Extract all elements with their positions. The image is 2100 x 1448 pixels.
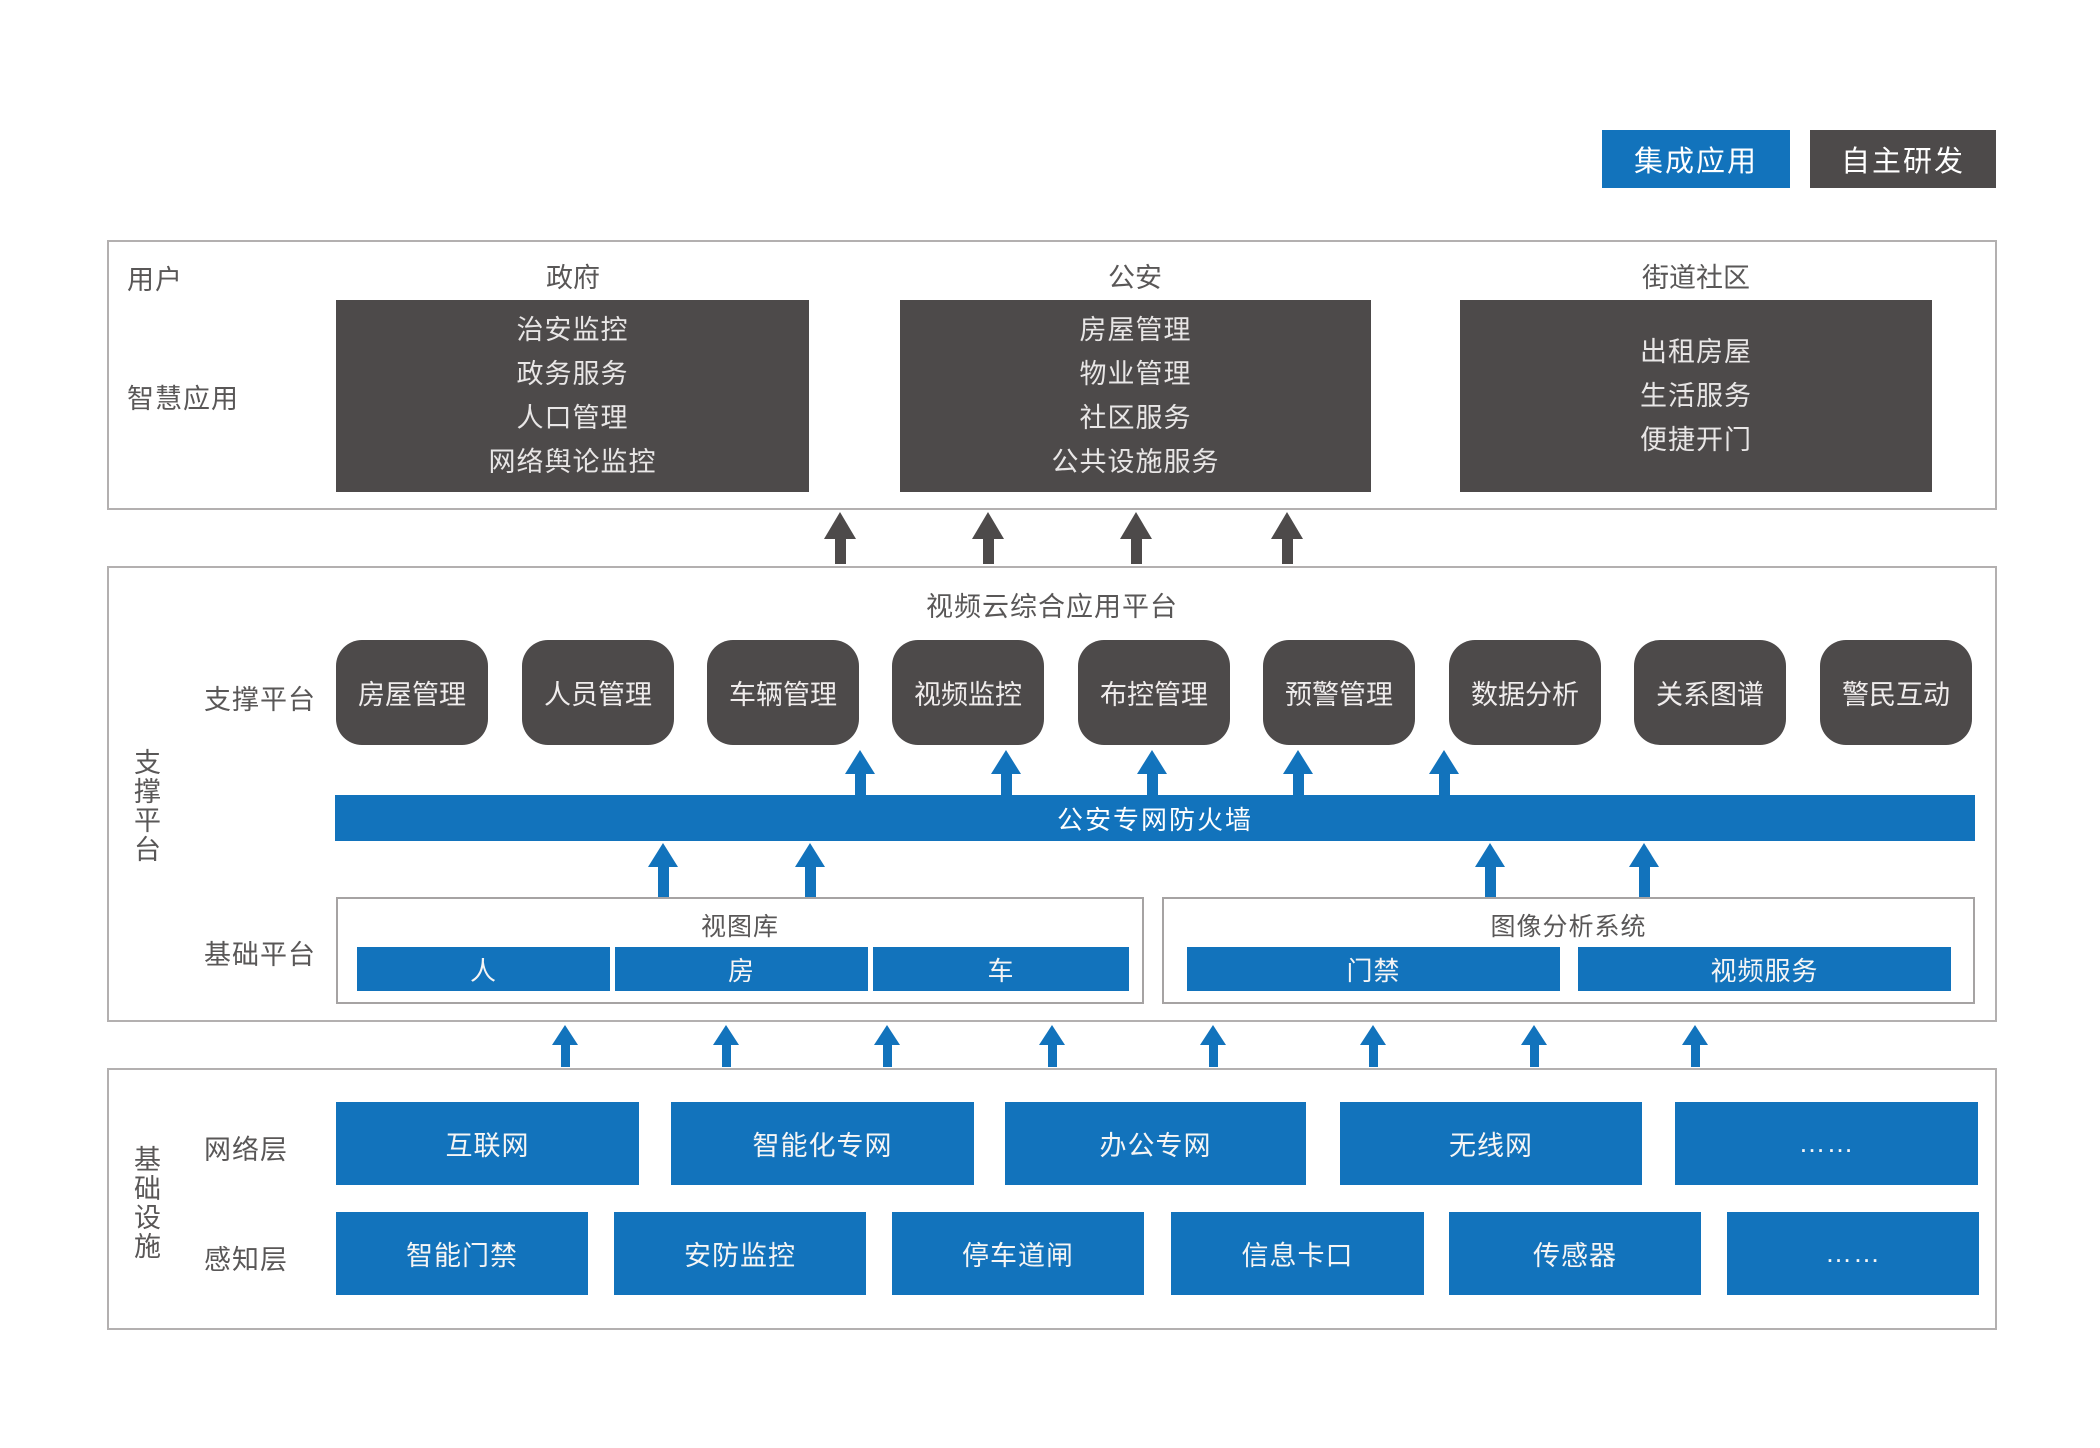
base-platform-label: 基础平台 — [204, 940, 316, 970]
module-personnel-mgmt: 人员管理 — [522, 640, 674, 745]
arrow-up-icon — [1039, 1025, 1065, 1067]
app-group-community: 出租房屋 生活服务 便捷开门 — [1460, 300, 1932, 492]
arrow-up-icon — [874, 1025, 900, 1067]
perception-box-parking-gate: 停车道闸 — [892, 1212, 1144, 1295]
app-item: 房屋管理 — [1079, 315, 1192, 345]
module-control-mgmt: 布控管理 — [1078, 640, 1230, 745]
arrow-up-icon — [845, 750, 875, 796]
arrow-up-icon — [648, 843, 678, 897]
firewall-bar: 公安专网防火墙 — [335, 795, 1975, 841]
arrow-up-icon — [713, 1025, 739, 1067]
panel-item-access-control: 门禁 — [1187, 947, 1560, 991]
panel-item-house: 房 — [615, 947, 868, 991]
panel-title: 图像分析系统 — [1490, 913, 1647, 941]
infra-side-label: 基础设施 — [130, 1145, 160, 1261]
arrow-up-icon — [1137, 750, 1167, 796]
module-video-monitor: 视频监控 — [892, 640, 1044, 745]
panel-item-video-service: 视频服务 — [1578, 947, 1951, 991]
arrow-up-icon — [1271, 512, 1303, 564]
legend-integrated-chip: 集成应用 — [1602, 130, 1790, 188]
app-item: 物业管理 — [1079, 359, 1192, 389]
perception-box-more: …… — [1727, 1212, 1979, 1295]
arrow-up-icon — [1521, 1025, 1547, 1067]
arrow-up-icon — [824, 512, 856, 564]
user-row-label: 用户 — [127, 265, 183, 295]
module-relation-graph: 关系图谱 — [1634, 640, 1786, 745]
app-group-police: 房屋管理 物业管理 社区服务 公共设施服务 — [900, 300, 1371, 492]
perception-box-sensor: 传感器 — [1449, 1212, 1701, 1295]
panel-item-vehicle: 车 — [873, 947, 1129, 991]
app-group-government: 治安监控 政务服务 人口管理 网络舆论监控 — [336, 300, 809, 492]
perception-box-info-checkpoint: 信息卡口 — [1171, 1212, 1424, 1295]
view-library-panel: 视图库 人 房 车 — [336, 897, 1144, 1004]
smart-apps-row-label: 智慧应用 — [127, 384, 239, 414]
module-alert-mgmt: 预警管理 — [1263, 640, 1415, 745]
support-row-label: 支撑平台 — [204, 685, 316, 715]
module-house-mgmt: 房屋管理 — [336, 640, 488, 745]
network-layer-label: 网络层 — [204, 1135, 288, 1165]
app-item: 出租房屋 — [1640, 337, 1752, 367]
app-item: 网络舆论监控 — [488, 447, 657, 477]
arrow-up-icon — [1360, 1025, 1386, 1067]
legend-self-developed-chip: 自主研发 — [1810, 130, 1996, 188]
arrow-up-icon — [1283, 750, 1313, 796]
app-item: 公共设施服务 — [1051, 447, 1220, 477]
arrow-up-icon — [991, 750, 1021, 796]
arrow-up-icon — [1475, 843, 1505, 897]
network-box-wireless: 无线网 — [1340, 1102, 1642, 1185]
panel-item-person: 人 — [357, 947, 610, 991]
column-header-government: 政府 — [546, 263, 600, 293]
platform-title: 视频云综合应用平台 — [926, 592, 1178, 622]
panel-title: 视图库 — [700, 913, 779, 941]
app-item: 治安监控 — [516, 315, 629, 345]
app-item: 政务服务 — [516, 359, 629, 389]
arrow-up-icon — [1200, 1025, 1226, 1067]
arrow-up-icon — [1120, 512, 1152, 564]
arrow-up-icon — [795, 843, 825, 897]
perception-box-smart-door: 智能门禁 — [336, 1212, 588, 1295]
module-vehicle-mgmt: 车辆管理 — [707, 640, 859, 745]
network-box-more: …… — [1675, 1102, 1978, 1185]
app-item: 人口管理 — [516, 403, 629, 433]
perception-box-security-monitor: 安防监控 — [614, 1212, 866, 1295]
perception-layer-label: 感知层 — [204, 1245, 288, 1275]
module-data-analysis: 数据分析 — [1449, 640, 1601, 745]
image-analysis-panel: 图像分析系统 门禁 视频服务 — [1162, 897, 1975, 1004]
network-box-intelligent-net: 智能化专网 — [671, 1102, 974, 1185]
app-item: 生活服务 — [1640, 381, 1752, 411]
network-box-internet: 互联网 — [336, 1102, 639, 1185]
module-police-citizen: 警民互动 — [1820, 640, 1972, 745]
arrow-up-icon — [1429, 750, 1459, 796]
app-item: 便捷开门 — [1640, 425, 1752, 455]
column-header-community: 街道社区 — [1642, 263, 1750, 293]
column-header-police: 公安 — [1108, 263, 1162, 293]
arrow-up-icon — [552, 1025, 578, 1067]
support-side-label: 支撑平台 — [130, 748, 160, 864]
app-item: 社区服务 — [1079, 403, 1192, 433]
arrow-up-icon — [972, 512, 1004, 564]
network-box-office-net: 办公专网 — [1005, 1102, 1306, 1185]
arrow-up-icon — [1682, 1025, 1708, 1067]
arrow-up-icon — [1629, 843, 1659, 897]
